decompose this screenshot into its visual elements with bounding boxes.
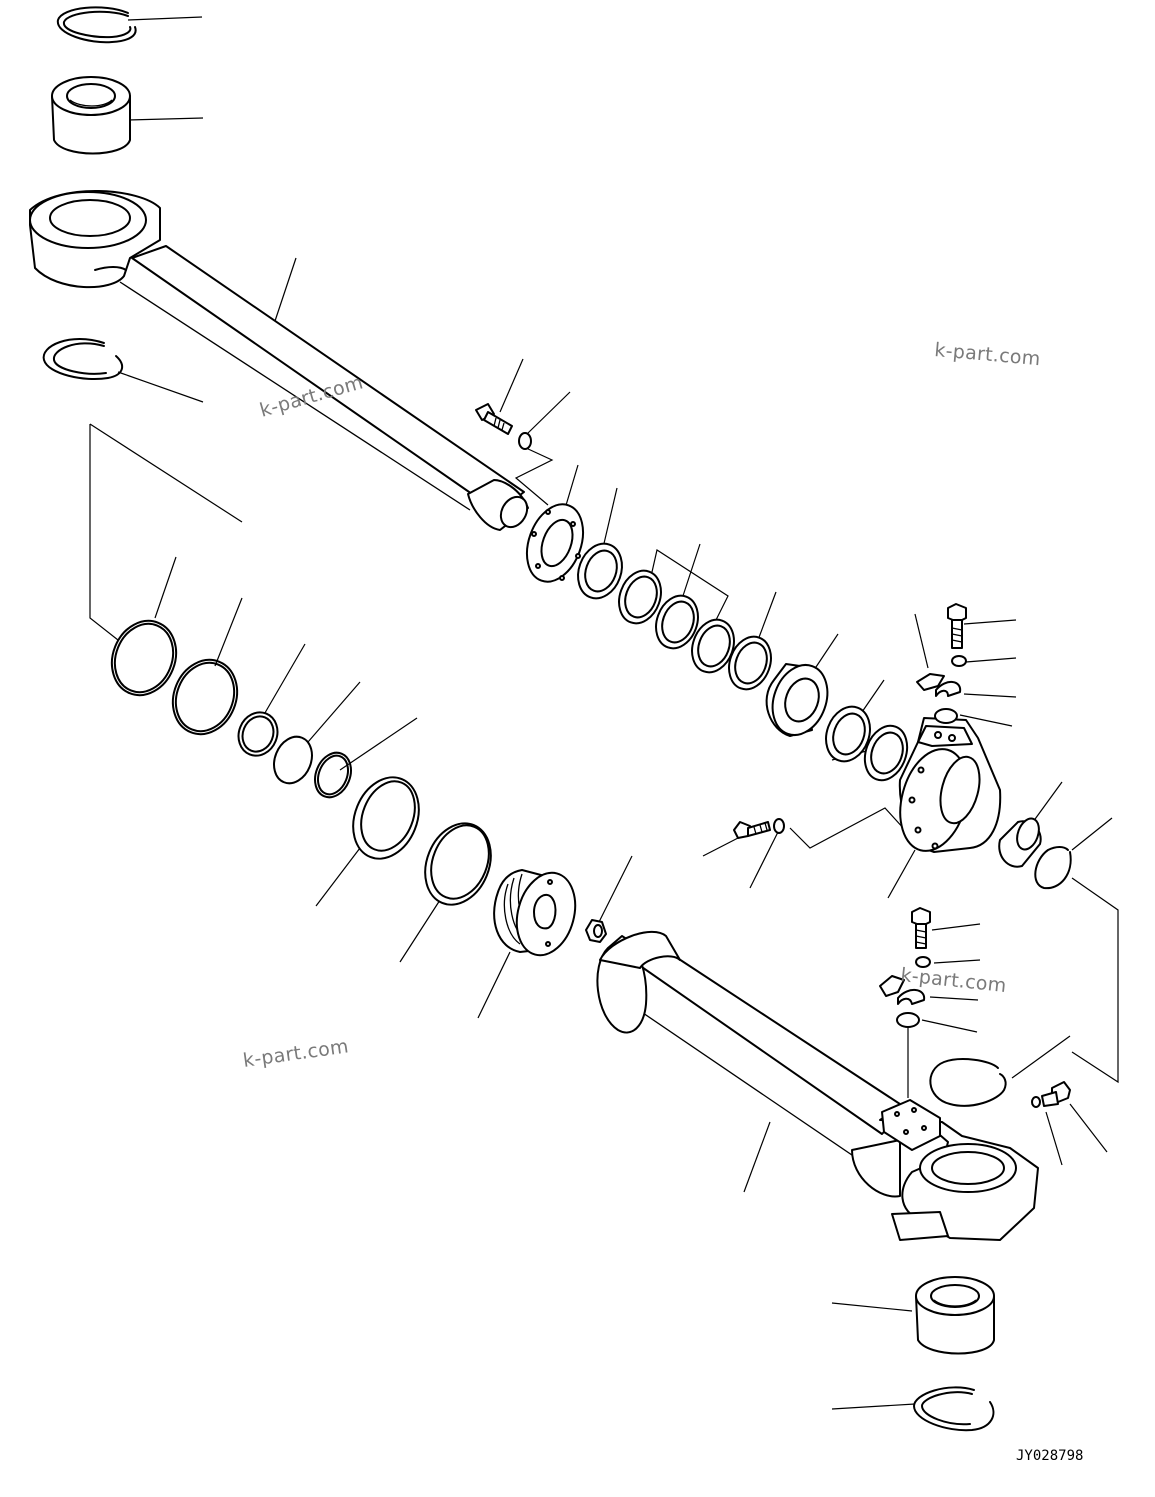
bolt-head-top bbox=[947, 603, 967, 649]
seal-ring-b bbox=[618, 569, 662, 625]
snap-ring-top bbox=[56, 6, 137, 44]
o-ring-small bbox=[314, 751, 352, 799]
wear-ring bbox=[352, 776, 420, 860]
seal-ring-c bbox=[655, 594, 699, 650]
plug-head bbox=[934, 708, 958, 724]
bolt-head-side bbox=[733, 821, 771, 839]
watermark-2: k-part.com bbox=[934, 339, 1042, 370]
bolt-tube bbox=[911, 907, 931, 949]
bolt-small-top bbox=[475, 403, 513, 435]
snap-ring-tube bbox=[929, 1058, 1007, 1107]
bushing-bottom bbox=[915, 1276, 995, 1355]
cylinder-tube bbox=[596, 930, 1039, 1241]
o-ring-large bbox=[110, 619, 178, 697]
leader-lines bbox=[89, 16, 1119, 1410]
washer-side bbox=[773, 818, 785, 834]
cylinder-head bbox=[898, 717, 1002, 853]
washer-tube bbox=[915, 956, 931, 968]
piston-nut bbox=[585, 919, 607, 943]
grease-fitting bbox=[1041, 1081, 1071, 1107]
seal-ring-e bbox=[728, 635, 772, 691]
washer-head bbox=[951, 655, 967, 667]
bushing-right bbox=[998, 817, 1042, 868]
seal-ring-a bbox=[577, 542, 623, 600]
drawing-code: JY028798 bbox=[1016, 1448, 1083, 1464]
snap-ring-right bbox=[1034, 846, 1072, 890]
cap-small bbox=[1031, 1096, 1041, 1108]
bushing-gland bbox=[765, 663, 829, 737]
washer-small bbox=[518, 432, 532, 450]
backup-ring bbox=[237, 711, 279, 757]
snap-ring-bottom bbox=[913, 1386, 995, 1432]
seal-ring-f bbox=[825, 705, 871, 763]
seal-ring-g bbox=[863, 724, 909, 782]
piston bbox=[493, 869, 577, 957]
o-ring-large-2 bbox=[171, 658, 239, 736]
plug-tube bbox=[896, 1012, 920, 1028]
clamp-tube bbox=[879, 975, 926, 1005]
watermark-4: k-part.com bbox=[242, 1035, 350, 1072]
bushing-top bbox=[51, 76, 131, 155]
snap-ring-rod bbox=[42, 338, 124, 380]
piston-rod bbox=[29, 189, 529, 531]
disc-thin bbox=[273, 735, 313, 785]
flange-plate bbox=[525, 503, 585, 583]
seal-ring-d bbox=[691, 618, 735, 674]
piston-ring bbox=[424, 822, 492, 906]
clamp-head bbox=[916, 673, 962, 697]
